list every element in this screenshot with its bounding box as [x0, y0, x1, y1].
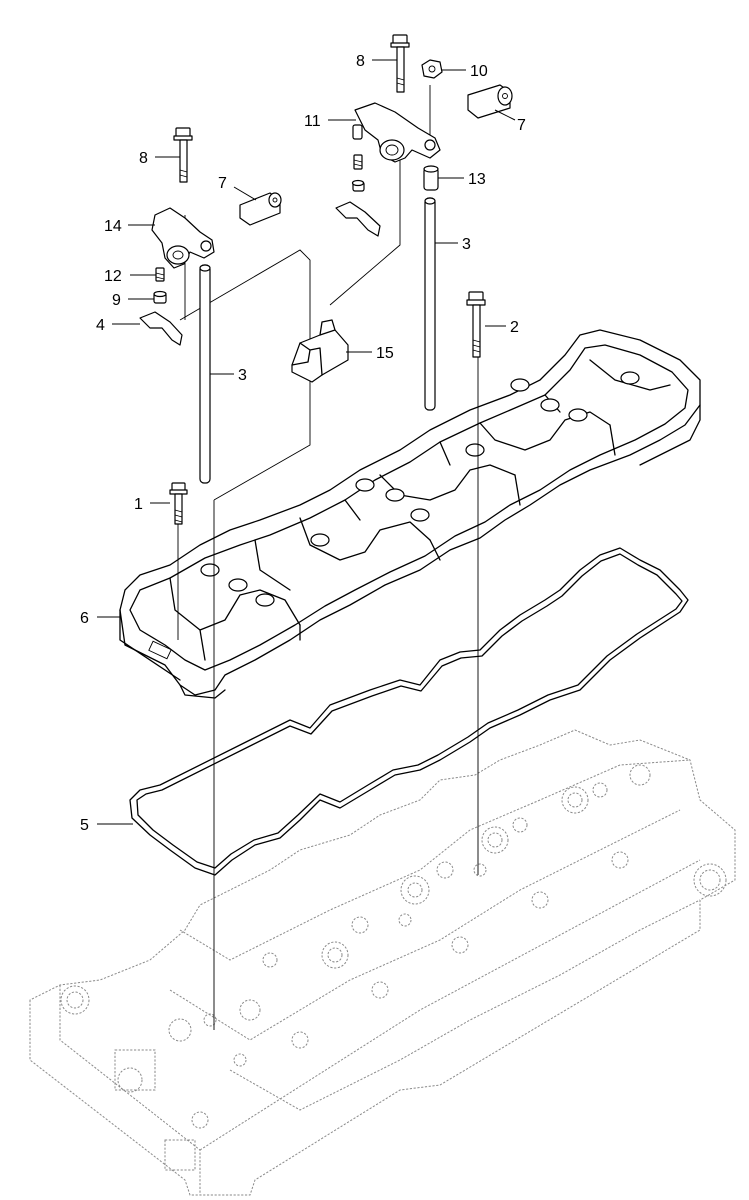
- callout-15: 15: [376, 345, 394, 362]
- valve-cover-housing: [119, 329, 701, 699]
- callout-6: 6: [80, 610, 89, 627]
- callout-11: 11: [304, 113, 321, 130]
- nut-10: [421, 59, 443, 79]
- bolt-1: [169, 482, 188, 525]
- cylinder-head: [29, 729, 736, 1196]
- callout-5: 5: [80, 817, 89, 834]
- callout-14: 14: [104, 218, 122, 235]
- bolt-2: [466, 291, 486, 358]
- callout-10: 10: [470, 63, 488, 80]
- rocker-arm-11: [352, 102, 441, 163]
- callout-2: 2: [510, 319, 519, 336]
- callout-12: 12: [104, 268, 122, 285]
- callout-8-left: 8: [139, 150, 148, 167]
- callout-13: 13: [468, 171, 486, 188]
- valve-cover-gasket: [129, 547, 689, 876]
- callout-7-left: 7: [218, 175, 227, 192]
- callout-4: 4: [96, 317, 105, 334]
- callout-1: 1: [134, 496, 143, 513]
- spacer-13: [423, 165, 439, 191]
- pushrod-left: [199, 264, 211, 484]
- leader-lines: [177, 85, 479, 1030]
- callout-labels: 1 2 3 3 4 5 6 7 7 8 8 9 10: [80, 53, 526, 834]
- callout-9: 9: [112, 292, 121, 309]
- callout-3-right: 3: [462, 236, 471, 253]
- cap-9b: [351, 179, 365, 192]
- cap-9: [153, 290, 167, 304]
- rocker-arm-14: [151, 207, 215, 269]
- valve-bridge-4: [139, 311, 183, 346]
- callout-3-left: 3: [238, 367, 247, 384]
- bolt-8-left: [173, 127, 193, 183]
- cover-boss: [200, 371, 640, 607]
- bracket-15: [291, 319, 349, 383]
- rocker-pin-7-right: [467, 84, 513, 119]
- callout-8-right: 8: [356, 53, 365, 70]
- adjuster-screw-12: [155, 267, 165, 282]
- pushrod-right: [424, 197, 436, 411]
- valve-bridge-4b: [335, 201, 381, 237]
- adjuster-screw-12b: [353, 154, 363, 170]
- callout-7-right: 7: [517, 117, 526, 134]
- bolt-8-right: [390, 34, 410, 93]
- rocker-pin-7-left: [239, 192, 282, 226]
